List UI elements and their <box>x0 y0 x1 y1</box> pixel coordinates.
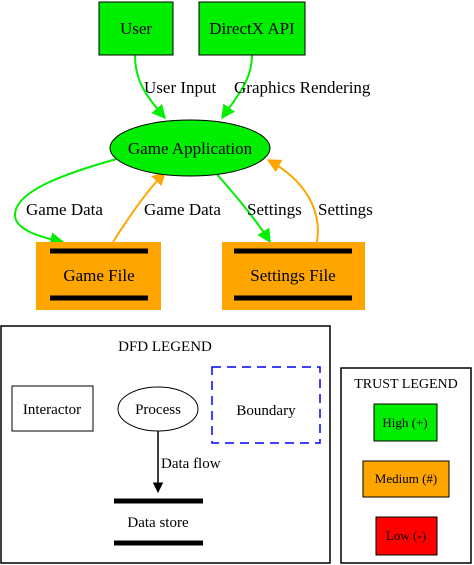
trust-low: Low (-) <box>375 516 438 556</box>
edge-app-to-settingsfile <box>214 171 271 244</box>
trust-medium: Medium (#) <box>362 460 450 498</box>
edge-label-game-data-in: Game Data <box>144 200 221 219</box>
trust-legend: TRUST LEGEND High (+) Medium (#) Low (-) <box>340 367 472 564</box>
edge-settingsfile-to-app <box>266 159 319 243</box>
trust-legend-title: TRUST LEGEND <box>354 377 458 392</box>
node-user: User <box>98 1 174 56</box>
node-directx-label: DirectX API <box>209 19 295 38</box>
node-settings-file-label: Settings File <box>250 266 335 285</box>
trust-medium-label: Medium (#) <box>375 471 437 486</box>
edge-directx-to-app <box>221 54 253 120</box>
edge-label-settings-in: Settings <box>318 200 373 219</box>
node-game-app-label: Game Application <box>128 139 253 158</box>
legend-data-store-label: Data store <box>127 515 189 531</box>
legend-boundary-label: Boundary <box>236 403 296 419</box>
node-game-file-label: Game File <box>63 266 134 285</box>
dfd-legend-title: DFD LEGEND <box>118 339 212 355</box>
node-game-application: Game Application <box>109 119 271 177</box>
trust-high: High (+) <box>373 403 438 442</box>
edge-gamefile-to-app <box>112 170 166 243</box>
legend-boundary: Boundary <box>211 366 321 444</box>
edge-user-to-app <box>134 54 166 120</box>
legend-data-flow: Data flow <box>152 431 221 494</box>
node-settings-file: Settings File <box>222 242 365 310</box>
legend-data-store: Data store <box>114 498 203 546</box>
legend-interactor-label: Interactor <box>23 402 81 418</box>
node-user-label: User <box>120 19 152 38</box>
legend-data-flow-label: Data flow <box>161 456 221 472</box>
dfd-legend: DFD LEGEND Interactor Process Boundary D… <box>0 325 331 564</box>
legend-process: Process <box>117 386 199 432</box>
edge-app-to-gamefile <box>13 157 121 247</box>
legend-interactor: Interactor <box>11 385 94 432</box>
trust-low-label: Low (-) <box>386 528 426 543</box>
node-directx-api: DirectX API <box>198 1 306 56</box>
trust-high-label: High (+) <box>382 415 427 430</box>
node-game-file: Game File <box>36 242 161 310</box>
edge-label-settings-out: Settings <box>247 200 302 219</box>
edge-label-graphics-rendering: Graphics Rendering <box>234 78 371 97</box>
edge-label-game-data-out: Game Data <box>26 200 103 219</box>
legend-process-label: Process <box>135 402 181 418</box>
edge-label-user-input: User Input <box>144 78 217 97</box>
